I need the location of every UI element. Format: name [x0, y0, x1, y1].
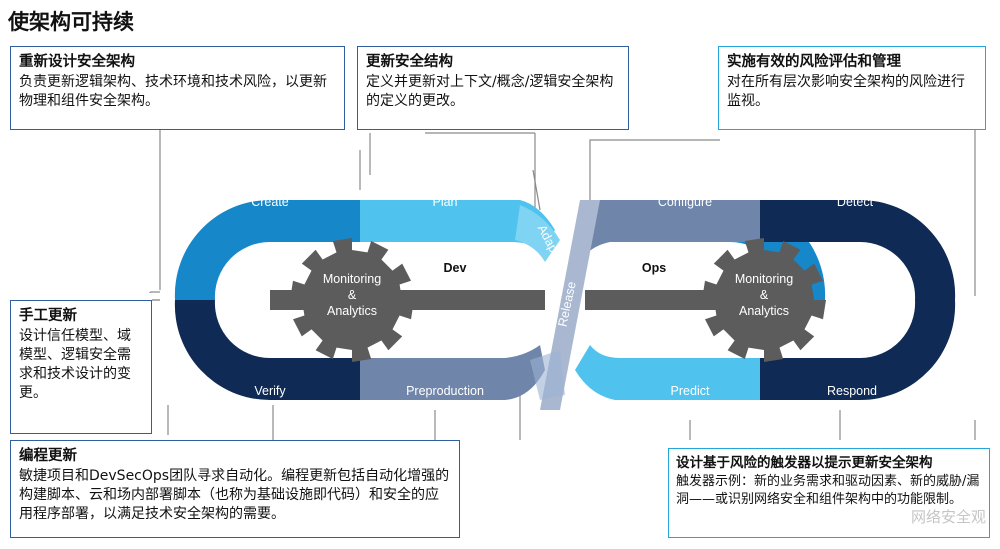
redesign-box: 重新设计安全架构 负责更新逻辑架构、技术环境和技术风险，以更新物理和组件安全架构… — [10, 46, 345, 130]
verify-segment — [174, 300, 360, 401]
programmatic-box: 编程更新 敏捷项目和DevSecOps团队寻求自动化。编程更新包括自动化增强的构… — [10, 440, 460, 538]
left-gear-hub — [306, 254, 398, 346]
plan-label: Plan — [432, 195, 457, 209]
create-segment — [174, 199, 360, 300]
redesign-heading: 重新设计安全架构 — [19, 54, 135, 70]
trigger-heading: 设计基于风险的触发器以提示更新安全架构 — [676, 455, 933, 471]
right-gear — [702, 238, 826, 362]
trigger-body: 触发器示例：新的业务需求和驱动因素、新的威胁/漏洞——或识别网络安全和组件架构中… — [676, 474, 980, 507]
predict-segment — [575, 345, 760, 400]
trigger-box: 设计基于风险的触发器以提示更新安全架构 触发器示例：新的业务需求和驱动因素、新的… — [668, 448, 990, 538]
left-loop — [174, 199, 560, 401]
left-gear-label-3: Analytics — [327, 304, 377, 318]
update-structure-body: 定义并更新对上下文/概念/逻辑安全架构的定义的更改。 — [366, 74, 614, 109]
dev-label: Dev — [444, 261, 467, 275]
configure-label: Configure — [658, 195, 712, 209]
risk-eval-box: 实施有效的风险评估和管理 对在所有层次影响安全架构的风险进行监视。 — [718, 46, 986, 130]
manual-heading: 手工更新 — [19, 308, 77, 324]
create-label: Create — [251, 195, 289, 209]
risk-eval-body: 对在所有层次影响安全架构的风险进行监视。 — [727, 74, 965, 109]
right-gear-label-1: Monitoring — [735, 272, 793, 286]
manual-body: 设计信任模型、域模型、逻辑安全需求和技术设计的变更。 — [19, 328, 131, 401]
detect-label: Detect — [837, 195, 874, 209]
right-gear-label-3: Analytics — [739, 304, 789, 318]
programmatic-body: 敏捷项目和DevSecOps团队寻求自动化。编程更新包括自动化增强的构建脚本、云… — [19, 468, 450, 522]
preproduction-label: Preproduction — [406, 384, 484, 398]
right-loop — [575, 199, 956, 401]
preproduction-segment — [360, 345, 545, 400]
plan-segment — [360, 200, 555, 250]
left-gear-label-2: & — [348, 288, 357, 302]
left-gear — [290, 238, 414, 362]
ops-label: Ops — [642, 261, 666, 275]
right-gear-label-2: & — [760, 288, 769, 302]
respond-label: Respond — [827, 384, 877, 398]
update-structure-box: 更新安全结构 定义并更新对上下文/概念/逻辑安全架构的定义的更改。 — [357, 46, 629, 130]
left-gear-label-1: Monitoring — [323, 272, 381, 286]
programmatic-heading: 编程更新 — [19, 448, 77, 464]
right-gear-hub — [718, 254, 810, 346]
verify-label: Verify — [254, 384, 286, 398]
predict-label: Predict — [671, 384, 710, 398]
update-structure-heading: 更新安全结构 — [366, 54, 453, 70]
page-title: 使架构可持续 — [8, 10, 134, 34]
adapt-segment — [515, 205, 560, 262]
detect-segment — [760, 199, 956, 300]
risk-eval-heading: 实施有效的风险评估和管理 — [727, 54, 901, 70]
manual-box: 手工更新 设计信任模型、域模型、逻辑安全需求和技术设计的变更。 — [10, 300, 152, 434]
redesign-body: 负责更新逻辑架构、技术环境和技术风险，以更新物理和组件安全架构。 — [19, 74, 327, 109]
configure-segment — [575, 200, 760, 255]
respond-segment — [760, 300, 956, 401]
watermark: 网络安全观 — [910, 508, 986, 526]
